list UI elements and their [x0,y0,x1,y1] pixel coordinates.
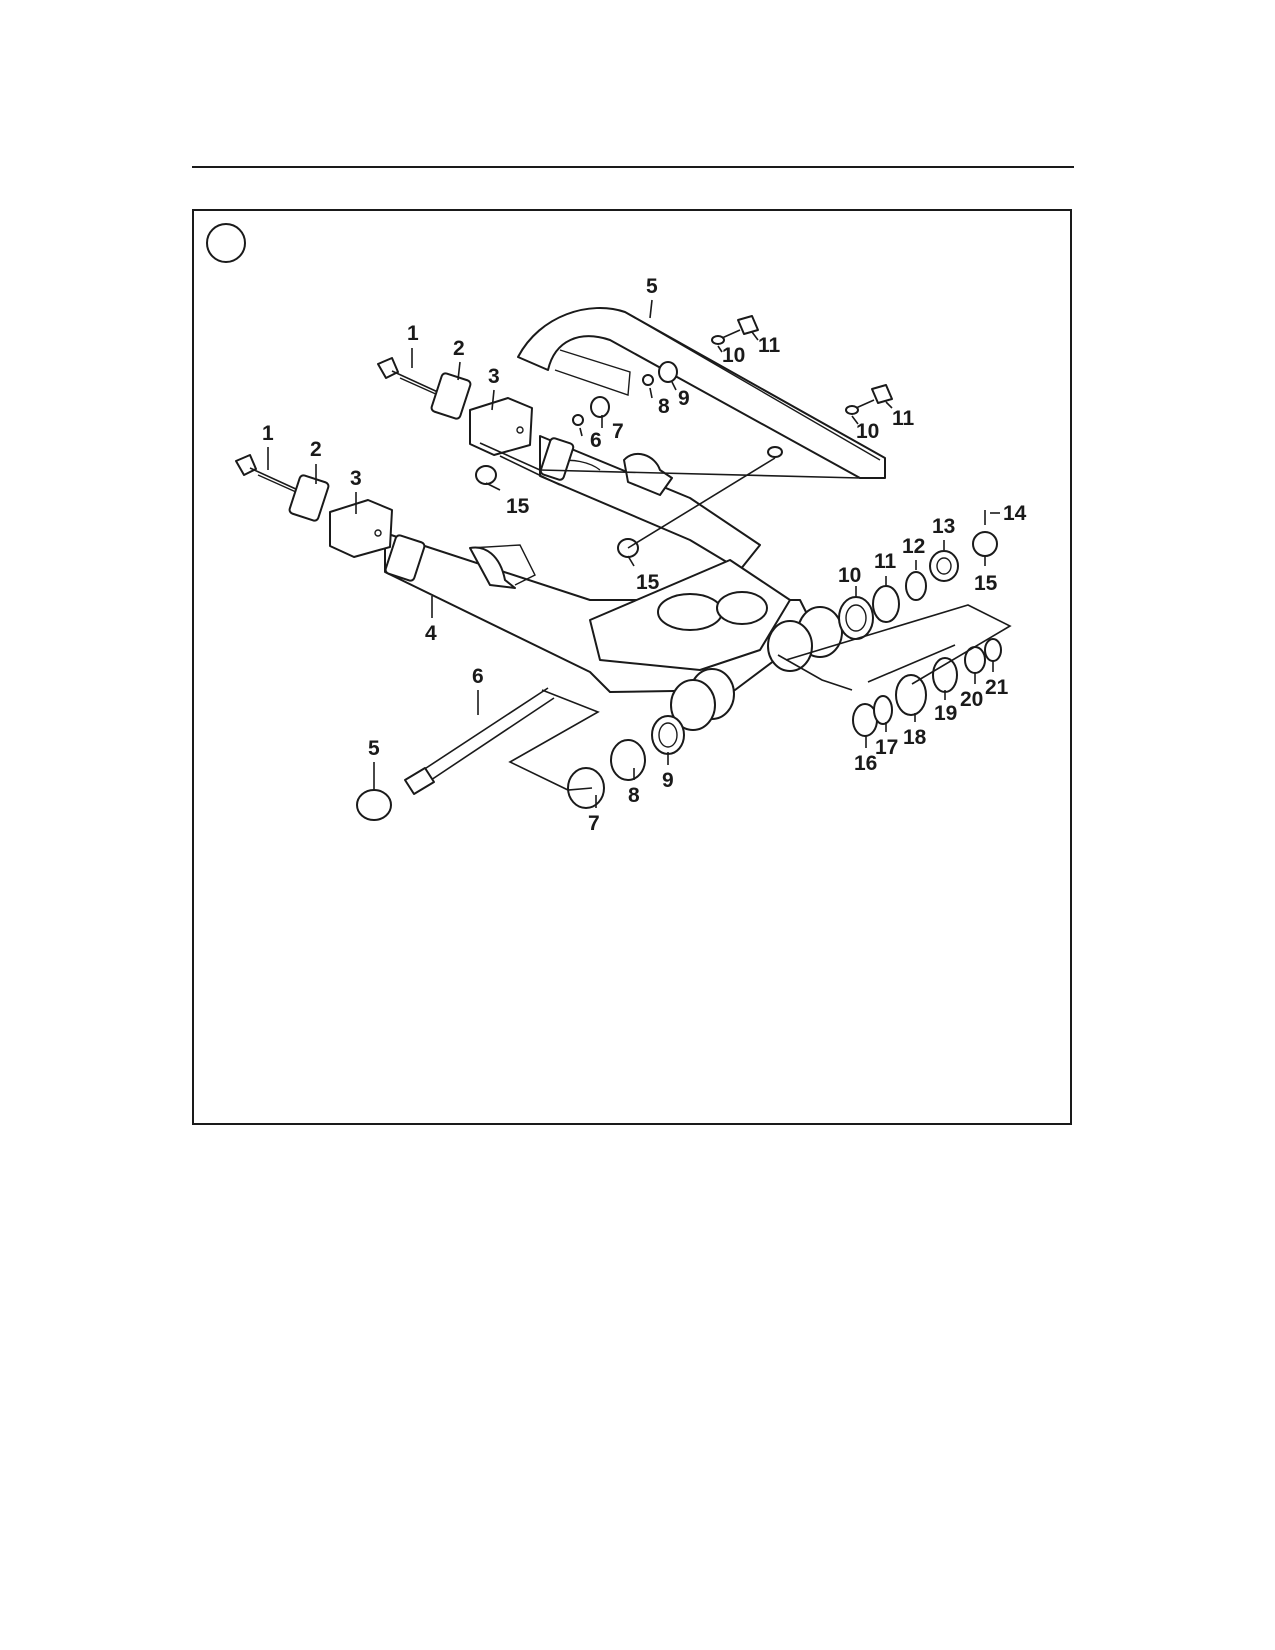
callout-6-lower: 6 [472,665,484,688]
callout-9-lower: 9 [662,769,674,792]
callout-11-top: 11 [758,334,781,357]
callout-2-upper: 2 [453,337,465,360]
callout-labels: 1 1 2 2 3 3 4 5 5 6 6 7 7 8 8 9 9 10 10 … [262,275,1027,835]
callout-12: 12 [902,535,925,558]
callout-10-pivot: 10 [838,564,861,587]
callout-15-upper: 15 [506,495,530,518]
header-rule [192,166,1074,168]
callout-9-upper: 9 [678,387,690,410]
figure-marker-circle [206,223,246,263]
lower-adjuster-block [329,499,393,558]
callout-8-lower: 8 [628,784,640,807]
figure-frame [192,209,1072,1125]
chain-guard [517,307,886,479]
callout-10-top: 10 [722,344,745,367]
callout-21: 21 [985,676,1009,699]
upper-axle-nut [475,465,497,485]
swing-arm [384,435,843,731]
upper-adjuster-block [469,397,533,456]
callout-13: 13 [932,515,955,538]
callout-11-pivot: 11 [874,550,897,573]
callout-15-pivot: 15 [974,572,998,595]
callout-17: 17 [875,736,898,759]
callout-19: 19 [934,702,957,725]
leader-lines [267,299,1012,808]
chain-guard-hardware [572,315,893,426]
callout-1-lower: 1 [262,422,274,445]
pivot-shaft [356,687,555,821]
callout-7-upper: 7 [612,420,624,443]
callout-14: 14 [1003,502,1027,525]
callout-5-lower: 5 [368,737,380,760]
callout-18: 18 [903,726,927,749]
callout-6-upper: 6 [590,429,602,452]
callout-3-lower: 3 [350,467,362,490]
callout-5-upper: 5 [646,275,658,298]
callout-3-upper: 3 [488,365,500,388]
callout-7-lower: 7 [588,812,600,835]
lower-adjuster-plate [288,474,330,522]
callout-1-upper: 1 [407,322,419,345]
callout-4: 4 [425,622,437,645]
callout-8-upper: 8 [658,395,670,418]
upper-adjuster-plate [430,372,472,420]
callout-16: 16 [854,752,877,775]
callout-11-mid: 11 [892,407,915,430]
callout-2-lower: 2 [310,438,322,461]
callout-20: 20 [960,688,983,711]
callout-10-mid: 10 [856,420,879,443]
upper-adjuster-bolt [377,357,441,396]
pivot-bushing-stack-left [567,715,685,809]
callout-15-lower: 15 [636,571,660,594]
pivot-bearing-stack-upper [838,510,998,640]
lower-adjuster-bolt [235,454,299,493]
